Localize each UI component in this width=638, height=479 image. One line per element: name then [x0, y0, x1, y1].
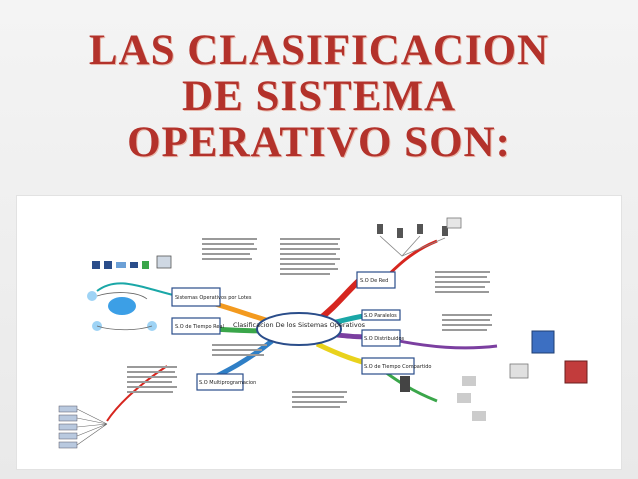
mindmap-image: Clasificacion De los Sistemas Operativos…	[17, 196, 621, 469]
center-label: Clasificacion De los Sistemas Operativos	[233, 321, 366, 329]
branch-node-tiempo-real	[171, 317, 221, 335]
note-text-blocks	[127, 238, 492, 408]
branch-label-paralelos: S.O Paralelos	[364, 313, 397, 319]
network-cloud-icon	[87, 291, 157, 331]
branch-label-distribuidos: S.O Distribuidos	[364, 336, 405, 342]
branch-label-multiprogramacion: S.O Multiprogramacion	[199, 380, 256, 386]
printer-icon	[400, 330, 588, 421]
branch-node-multiprogramacion	[196, 373, 244, 391]
server-icon	[377, 217, 462, 257]
computer-icon	[92, 255, 172, 269]
branch-node-distribuidos	[361, 329, 401, 347]
title-line-3: OPERATIVO SON:	[127, 119, 511, 166]
process-list	[58, 405, 108, 449]
branch-node-tiempo-compartido	[361, 357, 415, 375]
branch-label-red: S.O De Red	[360, 278, 388, 284]
branch-node-red	[356, 271, 396, 289]
branch-node-paralelos	[361, 309, 401, 321]
branch-label-tiempo-real: S.O de Tiempo Real	[175, 324, 224, 330]
title-line-2: DE SISTEMA	[181, 73, 457, 120]
mindmap-diagram: Clasificacion De los Sistemas Operativos…	[58, 217, 588, 449]
branch-label-lotes: Sistemas Operativos por Lotes	[175, 295, 252, 301]
title-line-1: LAS CLASIFICACION	[88, 27, 550, 74]
center-node	[256, 312, 342, 346]
branch-label-tiempo-compartido: S.O de Tiempo Compartido	[364, 364, 431, 370]
slide-title: LAS CLASIFICACION DE SISTEMA OPERATIVO S…	[0, 28, 638, 166]
branch-node-lotes	[171, 287, 221, 307]
